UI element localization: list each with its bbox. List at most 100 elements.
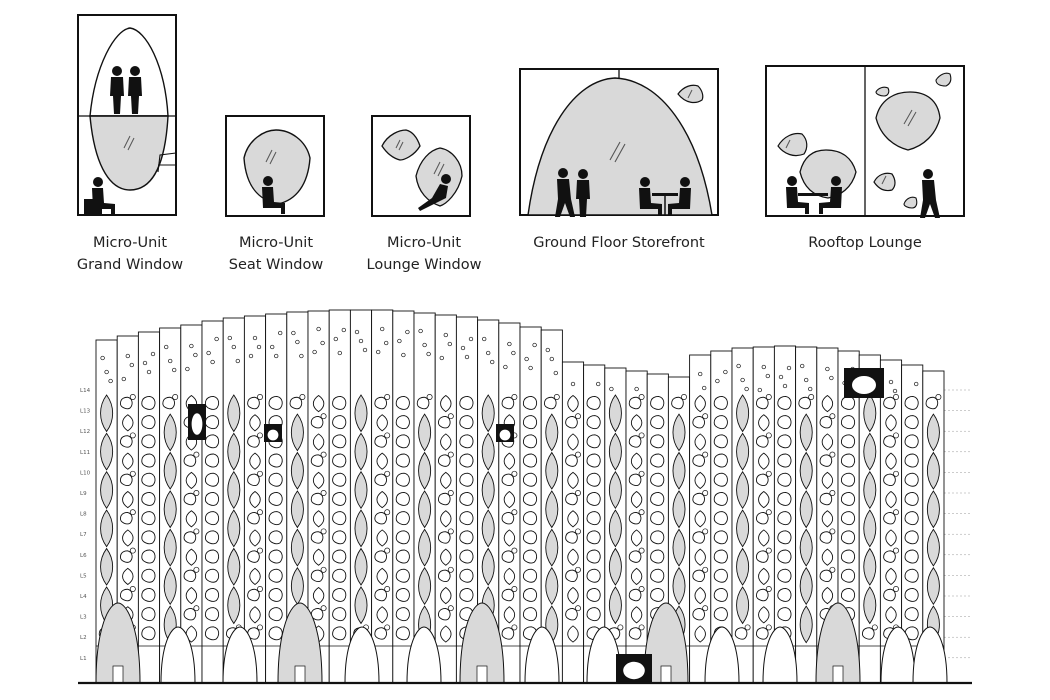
seat-window [883,396,896,410]
seat-window [204,587,220,602]
seat-window [777,395,792,410]
seat-window [586,453,601,468]
lounge-window [821,433,834,451]
storefront-arch [459,602,505,684]
grand-window [418,451,432,490]
seat-window [459,568,474,583]
parapet-porthole [248,353,254,359]
porthole-window [765,509,772,516]
porthole-window [320,528,327,535]
lounge-window [694,394,706,413]
grand-window [545,528,559,567]
lounge-window [376,414,388,432]
parapet-porthole [553,370,558,376]
grand-window [163,528,177,567]
seat-window [162,396,175,410]
lounge-window [440,471,452,490]
seat-window [247,435,260,448]
seat-window [141,568,156,583]
seat-window [586,472,601,487]
porthole-window [893,470,899,477]
grand-window [736,586,750,625]
porthole-window [575,490,581,496]
seat-window [565,607,578,621]
porthole-window [765,394,772,400]
seat-window [755,550,769,563]
seat-window [141,491,156,506]
parapet-porthole [270,344,275,350]
porthole-window [935,394,942,400]
seat-window [586,549,601,564]
porthole-window [447,566,454,573]
grand-window [608,432,622,471]
seat-window [713,434,728,449]
seat-window [755,511,769,525]
seat-window [755,627,769,640]
caption-rooftop: Rooftop Lounge [808,235,922,251]
parapet-porthole [376,349,381,355]
grand-window [672,490,686,529]
parapet-porthole [486,350,491,356]
porthole-window [320,490,327,496]
lounge-window [249,529,261,547]
seat-window [904,395,919,410]
lounge-window [567,586,579,605]
lounge-window [567,394,579,413]
parapet-porthole [397,338,402,344]
parapet-porthole [447,341,452,347]
seat-window [543,396,557,410]
porthole-window [257,394,263,400]
porthole-window [744,624,751,631]
seat-window [141,549,156,564]
featured-unit-opening [267,429,279,441]
seat-window [650,549,665,564]
lounge-window [185,586,198,605]
seat-window [119,473,133,486]
level-label: L2 [80,635,87,641]
lounge-window [821,471,834,490]
grand-window [354,547,368,586]
seat-window [628,511,642,525]
porthole-window [447,451,454,458]
lounge-window [249,490,261,509]
porthole-window [257,624,263,631]
parapet-porthole [142,360,148,366]
grand-window [354,394,368,433]
lounge-window [122,490,134,509]
seat-window [437,492,451,506]
seat-window [840,472,856,487]
porthole-window [575,528,581,535]
seat-window [650,395,665,410]
seat-window [565,569,578,582]
seat-window [522,472,538,487]
seat-window [883,435,896,448]
level-label: L13 [80,409,91,415]
porthole-window [829,413,836,420]
seat-window [650,472,665,487]
seat-window [840,453,856,468]
seat-window [268,491,283,506]
seat-window [332,395,347,410]
parapet-porthole [185,366,190,372]
seat-window [798,396,811,410]
porthole-window [172,394,179,400]
seat-window [777,491,792,506]
seat-window [204,626,220,641]
parapet-porthole [765,373,770,379]
parapet-porthole [460,345,466,351]
seat-window [310,607,324,621]
level-label: L9 [80,491,87,497]
seat-window [628,627,642,640]
parapet-porthole [634,386,639,392]
seat-window [692,569,705,582]
seat-window [840,415,856,430]
grand-window [736,471,750,509]
lounge-window [694,433,706,451]
lounge-window [885,606,897,624]
parapet-porthole [295,339,300,345]
seat-window [119,396,133,410]
lounge-window [440,394,452,413]
grand-window [736,394,750,433]
seat-window [119,511,133,525]
grand-window [736,547,750,586]
